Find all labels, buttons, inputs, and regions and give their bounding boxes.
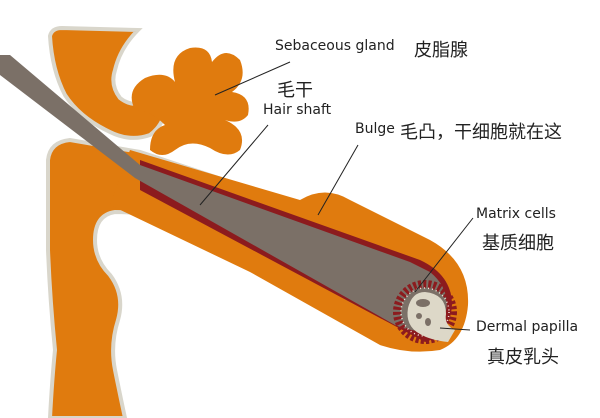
- dermal-papilla-label: Dermal papilla: [476, 319, 579, 335]
- matrix-cells-label-zh: 基质细胞: [482, 233, 554, 254]
- bulge-label-zh: 毛凸，干细胞就在这: [400, 122, 562, 143]
- matrix-cells: [393, 280, 457, 344]
- sebaceous-gland: [131, 47, 249, 155]
- sebaceous-gland-label: Sebaceous gland: [275, 38, 395, 54]
- papilla-cell: [416, 299, 430, 307]
- papilla-cell: [425, 318, 431, 326]
- hair-shaft-label-zh: 毛干: [277, 80, 313, 101]
- hair-shaft-label: Hair shaft: [263, 102, 332, 118]
- hair-shaft: [0, 55, 447, 331]
- papilla-cell: [416, 313, 422, 319]
- bulge-label: Bulge: [355, 121, 395, 137]
- dermal-papilla-label-zh: 真皮乳头: [487, 347, 559, 368]
- matrix-cells-label: Matrix cells: [476, 206, 556, 222]
- leader-lines: [199, 61, 474, 331]
- sebaceous-gland-label-zh: 皮脂腺: [414, 40, 468, 61]
- matrix-dots: [400, 287, 450, 337]
